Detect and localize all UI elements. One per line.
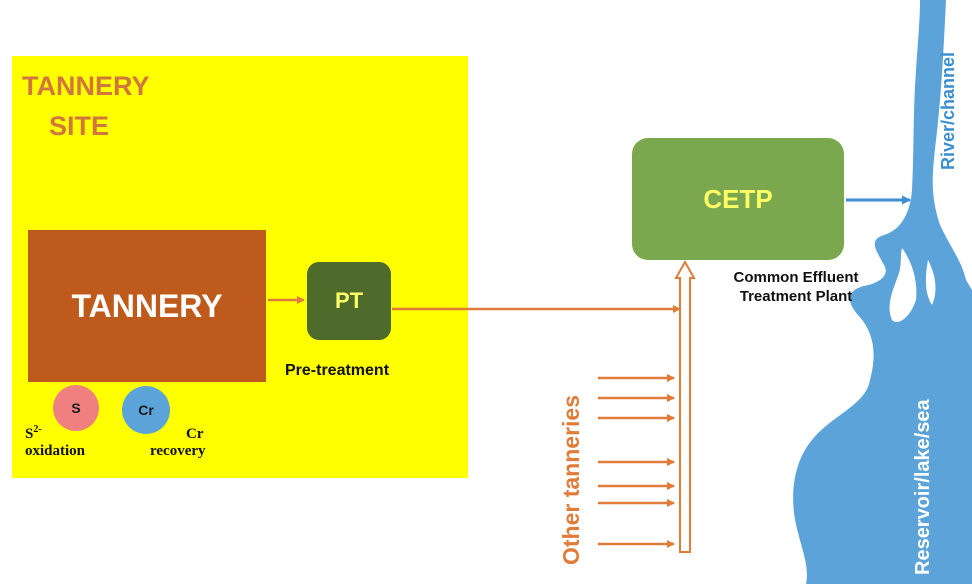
- sulfide-oxidation-text: oxidation: [25, 443, 86, 459]
- river-island: [925, 260, 936, 305]
- cetp-full-name: Common Effluent Treatment Plant: [696, 268, 896, 306]
- chromium-symbol: Cr: [186, 426, 204, 442]
- other-tannery-arrows: [598, 374, 675, 548]
- site-title: TANNERY SITE: [22, 66, 182, 146]
- river-channel: [793, 0, 972, 584]
- sulfide-oxidation-label: S2- oxidation: [25, 421, 85, 460]
- pretreatment-box-label: PT: [334, 288, 364, 313]
- pretreatment-box: PT: [307, 262, 391, 340]
- sulfide-charge: 2-: [33, 424, 42, 435]
- cetp-box: CETP: [632, 138, 844, 260]
- site-title-line1: TANNERY: [22, 71, 150, 101]
- cetp-full-line1: Common Effluent: [733, 269, 859, 286]
- chromium-circle: Cr: [122, 386, 170, 434]
- other-tanneries-label: Other tanneries: [558, 395, 584, 565]
- tannery-label: TANNERY: [71, 287, 223, 324]
- sulfide-circle-label: S: [71, 400, 81, 416]
- sulfide-circle: S: [53, 385, 99, 431]
- chromium-recovery-text: recovery: [150, 443, 206, 459]
- river-channel-label: River/channel: [938, 51, 958, 170]
- site-title-line2: SITE: [49, 111, 110, 141]
- cetp-full-line2: Treatment Plant: [739, 288, 853, 305]
- pretreatment-label: Pre-treatment: [285, 362, 390, 379]
- river-island: [889, 248, 917, 322]
- reservoir-label: Reservoir/lake/sea: [912, 399, 934, 575]
- cetp-box-label: CETP: [703, 183, 773, 214]
- chromium-recovery-label: Cr recovery: [150, 426, 206, 460]
- tannery-box: TANNERY: [28, 230, 266, 382]
- collector-arrow: [674, 259, 696, 553]
- sulfide-symbol: S: [25, 426, 34, 442]
- chromium-circle-label: Cr: [138, 402, 154, 418]
